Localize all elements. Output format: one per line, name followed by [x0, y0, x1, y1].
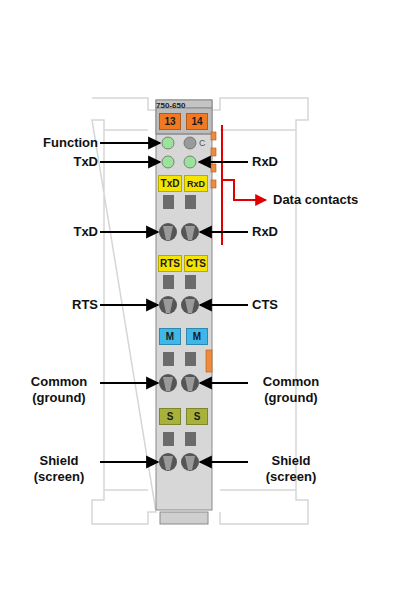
- terminal-marker: 14: [191, 116, 202, 127]
- terminal-marker: M: [193, 331, 201, 342]
- signal-label: Shield (screen): [20, 453, 98, 484]
- marker-tag: S: [159, 408, 181, 425]
- marker-tag: M: [159, 328, 181, 345]
- led: [162, 137, 196, 168]
- terminal-marker: M: [166, 331, 174, 342]
- signal-label: RxD: [252, 224, 278, 240]
- io-module: 750-650 13 14TxD RxD RTS CTS M M S S: [156, 100, 212, 510]
- part-number: 750-650: [156, 101, 185, 110]
- led-mark: C: [199, 138, 206, 149]
- signal-label: TxD: [73, 154, 98, 170]
- terminal-marker: S: [194, 411, 201, 422]
- marker-tag: CTS: [184, 255, 208, 272]
- signal-label: RxD: [252, 154, 278, 170]
- signal-label: Common (ground): [252, 374, 330, 405]
- marker-tag: 13: [159, 113, 181, 130]
- signal-label: TxD: [73, 224, 98, 240]
- marker-tag: RTS: [158, 255, 182, 272]
- terminal-marker: RTS: [160, 258, 180, 269]
- marker-tag: RxD: [184, 175, 208, 192]
- marker-tag: TxD: [158, 175, 182, 192]
- leader-arrow: [100, 143, 248, 462]
- signal-label: Common (ground): [20, 374, 98, 405]
- module-body: [156, 100, 212, 524]
- terminal-marker: RxD: [187, 179, 205, 189]
- terminal-marker: TxD: [161, 178, 180, 189]
- terminal-marker: 13: [164, 116, 175, 127]
- callout-label: Data contacts: [273, 192, 358, 208]
- marker-tag: 14: [186, 113, 208, 130]
- marker-tag: S: [186, 408, 208, 425]
- terminal-marker: CTS: [186, 258, 206, 269]
- signal-label: CTS: [252, 297, 278, 313]
- marker-tag: M: [186, 328, 208, 345]
- signal-label: Shield (screen): [252, 453, 330, 484]
- signal-label: Function: [43, 135, 98, 151]
- signal-label: RTS: [72, 297, 98, 313]
- terminal-marker: S: [167, 411, 174, 422]
